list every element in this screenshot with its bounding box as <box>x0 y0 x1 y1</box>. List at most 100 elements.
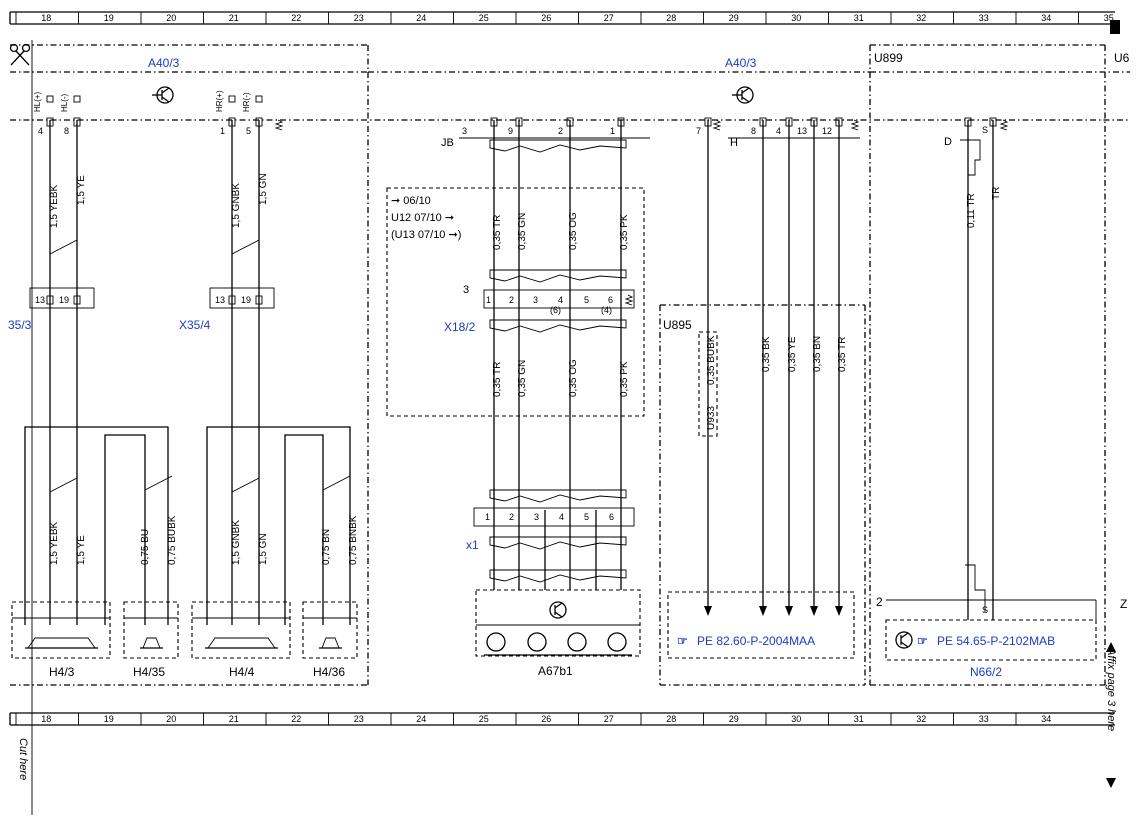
speaker-h4-3-label: H4/3 <box>49 665 75 679</box>
wire-label: 0,35 TR <box>492 362 503 397</box>
pin-number: 13 <box>797 126 807 136</box>
speaker-h4-36-label: H4/36 <box>313 665 345 679</box>
ruler-number: 23 <box>354 714 364 724</box>
ruler-number: 19 <box>104 714 114 724</box>
x35-connectors <box>29 287 275 309</box>
ruler-number: 27 <box>604 714 614 724</box>
pin-number: 3 <box>533 295 538 305</box>
ruler-number: 18 <box>41 714 51 724</box>
wire-label: 1,5 YEBK <box>49 184 60 228</box>
ruler-number: 20 <box>166 714 176 724</box>
transistor-icon <box>895 631 913 649</box>
ruler-number: 24 <box>416 714 426 724</box>
pin-number: 5 <box>584 512 589 522</box>
module-boxes <box>10 44 1130 686</box>
pin-number: 4 <box>558 295 563 305</box>
ruler-number: 23 <box>354 13 364 23</box>
ruler-number: 18 <box>41 13 51 23</box>
ruler-number: 31 <box>854 13 864 23</box>
left-top-connectors <box>46 95 284 131</box>
wire-label: 0,11 TR <box>966 193 977 228</box>
ruler-number: 26 <box>541 13 551 23</box>
pin-label: HR(+) <box>215 90 224 112</box>
wire-label: 0,35 GN <box>517 360 528 397</box>
connector-x35-3-label: 35/3 <box>8 318 32 332</box>
wire-label: 0,75 BUBK <box>167 515 178 565</box>
pin-number: 19 <box>59 295 69 305</box>
wire-label: 1,5 GNBK <box>231 520 242 565</box>
ref-hand-icon: ☞ <box>917 634 928 648</box>
wire-label: 0,35 YE <box>787 336 798 372</box>
pin-number: 13 <box>35 295 45 305</box>
page-corner-icon <box>1110 20 1120 34</box>
ruler-number: 33 <box>979 13 989 23</box>
ruler-number: 27 <box>604 13 614 23</box>
d-label: D <box>944 136 952 148</box>
pin-number: 7 <box>696 126 701 136</box>
pin-label: HL(-) <box>60 93 69 112</box>
pin-sub-label: (6) <box>550 305 561 315</box>
ruler-number: 30 <box>791 714 801 724</box>
pin-number: 9 <box>508 126 513 136</box>
ref-pe-54-65[interactable]: PE 54.65-P-2102MAB <box>937 634 1055 648</box>
ruler-number: 24 <box>416 13 426 23</box>
ruler-number: 21 <box>229 13 239 23</box>
ruler-number: 31 <box>854 714 864 724</box>
ruler-number: 20 <box>166 13 176 23</box>
pin-label: HR(-) <box>242 92 251 112</box>
wire-label: 0,35 BUBK <box>706 335 717 385</box>
pin-number: 4 <box>38 126 43 136</box>
pin-number: 1 <box>610 126 615 136</box>
ruler-number: 25 <box>479 13 489 23</box>
wire-label: 0,35 GN <box>517 213 528 250</box>
ref-hand-icon: ☞ <box>677 634 688 648</box>
arrow-down-icon <box>1106 778 1116 788</box>
pin-number: 5 <box>584 295 589 305</box>
arrow-up-icon <box>1106 642 1116 652</box>
wire-label: 0,75 BU <box>140 529 151 565</box>
ruler-number: 33 <box>979 714 989 724</box>
note-line: ➞ 06/10 <box>391 195 431 207</box>
pin-number: 1 <box>485 512 490 522</box>
wire-label: 0,35 TR <box>837 337 848 372</box>
pin-number: 4 <box>776 126 781 136</box>
component-a67b1-label: A67b1 <box>538 664 573 678</box>
wire-label: 0,75 BNBK <box>348 515 359 565</box>
ref-pe-82-60[interactable]: PE 82.60-P-2004MAA <box>697 634 815 648</box>
wire-label: TR <box>991 187 1002 200</box>
middle-wires <box>459 117 1097 661</box>
ruler-number: 32 <box>916 13 926 23</box>
connector-x35-4-label: X35/4 <box>179 318 211 332</box>
wire-label: 0,35 OG <box>568 359 579 397</box>
top-ruler <box>9 11 1115 25</box>
pin-label: HL(+) <box>33 91 42 112</box>
note-line: U12 07/10 ➞ <box>391 212 454 224</box>
pin-number: 3 <box>534 512 539 522</box>
ruler-number: 22 <box>291 714 301 724</box>
ruler-number: 35 <box>1104 13 1114 23</box>
s-label: S <box>982 125 988 135</box>
pin-number: 1 <box>486 295 491 305</box>
transistor-icon <box>732 86 754 104</box>
wire-label: 1,5 YE <box>76 175 87 205</box>
wire-label: 1,5 GNBK <box>231 183 242 228</box>
pin-number: 3 <box>462 126 467 136</box>
ruler-number: 34 <box>1041 13 1051 23</box>
wire-label: 0,35 PK <box>619 214 630 250</box>
h-label: H <box>730 137 738 149</box>
wire-label: 1,5 GN <box>258 173 269 205</box>
connector-x18-2-label: X18/2 <box>444 320 476 334</box>
connector-x18-number: 3 <box>463 284 469 296</box>
ruler-number: 29 <box>729 714 739 724</box>
module-u899-label: U899 <box>874 51 903 65</box>
pin-number: 19 <box>241 295 251 305</box>
wire-label: 1,5 YEBK <box>49 521 60 565</box>
pin-number: 2 <box>509 295 514 305</box>
affix-label: Affix page 3 here <box>1105 647 1117 731</box>
scissors-icon <box>9 43 31 66</box>
pin-number: 1 <box>220 126 225 136</box>
speaker-h4-35-label: H4/35 <box>133 665 165 679</box>
module-u895-label: U895 <box>663 318 692 332</box>
speaker-h4-4-label: H4/4 <box>229 665 255 679</box>
wire-label: 0,35 PK <box>619 361 630 397</box>
